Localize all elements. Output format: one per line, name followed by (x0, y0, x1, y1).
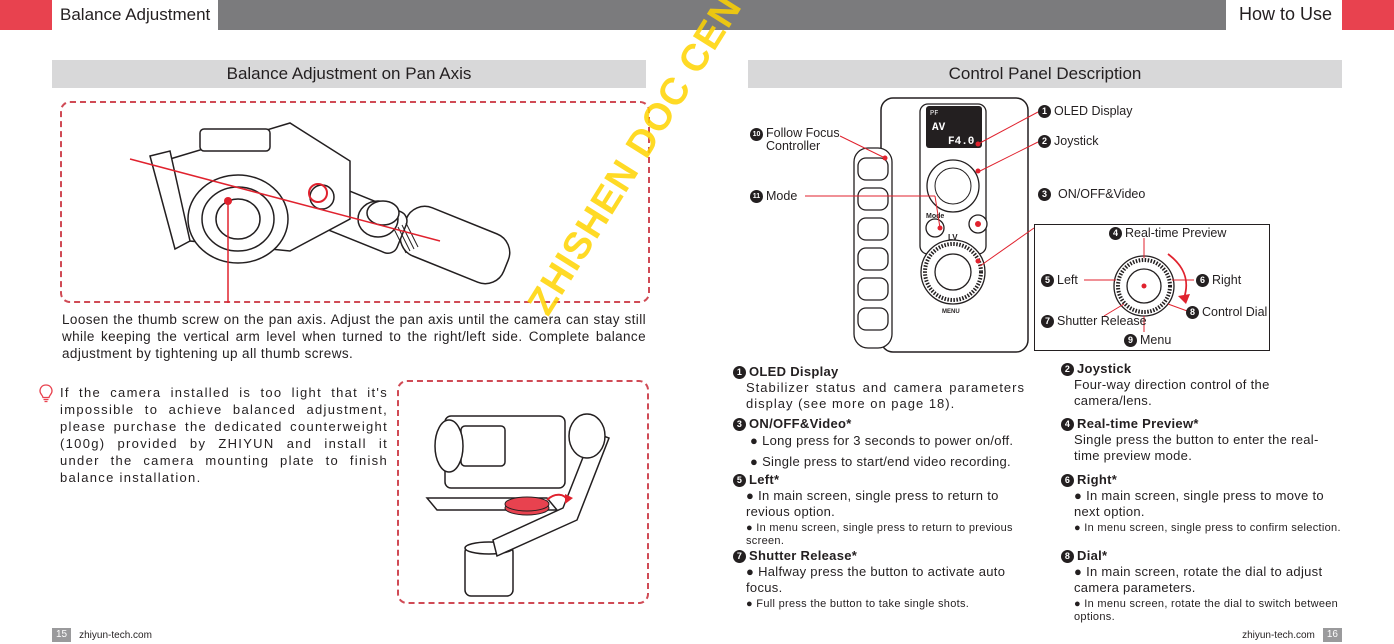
footer-site-right: zhiyun-tech.com (1242, 629, 1315, 641)
callout-leader-lines (805, 111, 1039, 229)
page-number-left: 15 (52, 628, 72, 642)
svg-text:F4.0: F4.0 (948, 136, 974, 148)
svg-text:Mode: Mode (926, 213, 944, 220)
page-number-right: 16 (1322, 628, 1342, 642)
control-panel-device: PF AV F4.0 Mode LV MENU (853, 97, 1029, 353)
svg-text:MENU: MENU (942, 309, 960, 315)
svg-text:LV: LV (948, 233, 958, 242)
counterweight-gimbal-illustration (425, 413, 610, 597)
pan-axis-instructions: Loosen the thumb screw on the pan axis. … (62, 312, 646, 361)
gimbal-pan-axis-illustration (129, 122, 511, 303)
footer-site-left: zhiyun-tech.com (79, 629, 152, 641)
svg-text:AV: AV (932, 122, 946, 134)
chapter-title-left: Balance Adjustment (60, 5, 211, 24)
counterweight-tip: If the camera installed is too light tha… (60, 385, 388, 485)
counterweight-illustration-frame (397, 380, 649, 604)
footer-right: zhiyun-tech.com 16 (1242, 628, 1342, 642)
gimbal-illustration-frame (60, 101, 650, 303)
top-header-bar: Balance Adjustment How to Use (0, 0, 1394, 30)
header-accent-right (1342, 0, 1394, 30)
section-title-pan-axis: Balance Adjustment on Pan Axis (52, 60, 646, 88)
control-dial-detail (1084, 238, 1194, 332)
header-accent-left (0, 0, 52, 30)
chapter-title-right: How to Use (1238, 4, 1332, 24)
panel-leader-line (979, 227, 1035, 267)
svg-text:PF: PF (930, 110, 938, 118)
section-title-control-panel: Control Panel Description (748, 60, 1342, 88)
footer-left: 15 zhiyun-tech.com (52, 628, 152, 642)
header-grey-band (218, 0, 1226, 30)
lightbulb-icon (39, 384, 53, 403)
